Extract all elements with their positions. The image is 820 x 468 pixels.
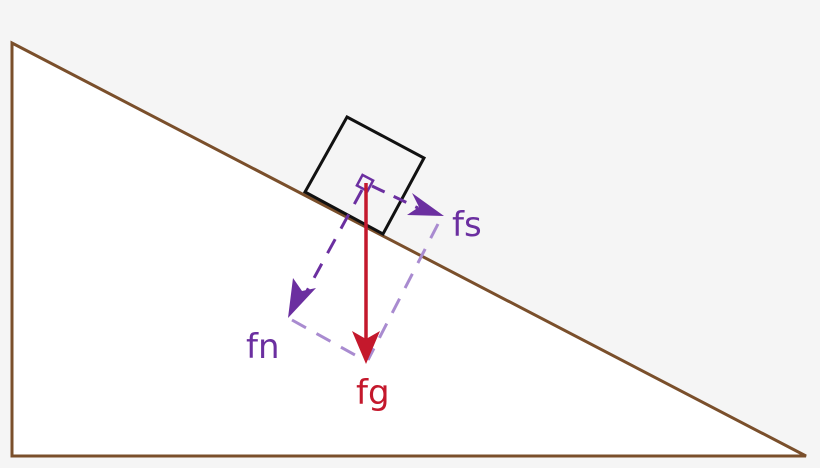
fn-label: fn xyxy=(246,327,280,367)
fg-label: fg xyxy=(356,373,390,413)
fs-arrowhead-icon xyxy=(407,193,444,216)
fn-arrowhead-icon xyxy=(288,278,316,318)
fs-arrow-shaft xyxy=(371,184,419,210)
incline-plane xyxy=(10,40,807,458)
center-of-mass-marker xyxy=(355,173,375,193)
fn-guide-line xyxy=(291,318,365,362)
fs-guide-line xyxy=(366,223,440,361)
fn-arrow-shaft xyxy=(300,189,364,301)
block xyxy=(302,114,427,237)
fs-label: fs xyxy=(452,205,482,245)
fg-arrowhead-icon xyxy=(352,331,380,364)
